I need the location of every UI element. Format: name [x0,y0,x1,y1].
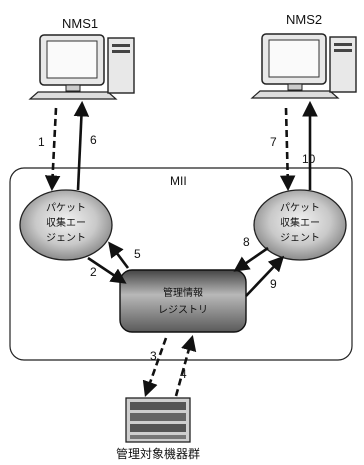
arrow-label-2: 2 [90,265,97,279]
arrow-label-10: 10 [302,152,316,166]
nms1-computer-icon [30,35,134,99]
arrow-label-7: 7 [270,135,277,149]
arrow-1 [52,108,56,188]
nms1-label: NMS1 [62,16,98,31]
mii-label: MII [170,174,187,188]
arrow-3 [146,338,166,394]
arrow-label-1: 1 [38,135,45,149]
registry-line2: レジストリ [158,305,208,316]
arrow-label-8: 8 [243,235,250,249]
managed-devices-label: 管理対象機器群 [116,446,200,461]
arrow-label-4: 4 [180,367,187,381]
right-agent-line3: ジェント [280,233,320,244]
left-agent-line1: パケット [46,202,86,214]
arrow-8 [236,248,268,270]
left-agent-line3: ジェント [46,233,86,244]
arrow-7 [286,108,288,188]
arrow-label-9: 9 [270,277,277,291]
arrow-label-6: 6 [90,133,97,147]
registry-box [120,270,246,332]
nms2-computer-icon [252,34,356,98]
arrow-5 [110,244,128,268]
registry-line1: 管理情報 [163,286,203,299]
right-agent-line2: 収集エー [280,216,320,229]
right-agent-line1: パケット [280,202,320,214]
left-agent-line2: 収集エー [46,216,86,229]
arrow-label-5: 5 [134,247,141,261]
nms2-label: NMS2 [286,12,322,27]
arrow-label-3: 3 [150,349,157,363]
arrow-6 [78,104,82,190]
managed-devices-icon [126,398,190,442]
